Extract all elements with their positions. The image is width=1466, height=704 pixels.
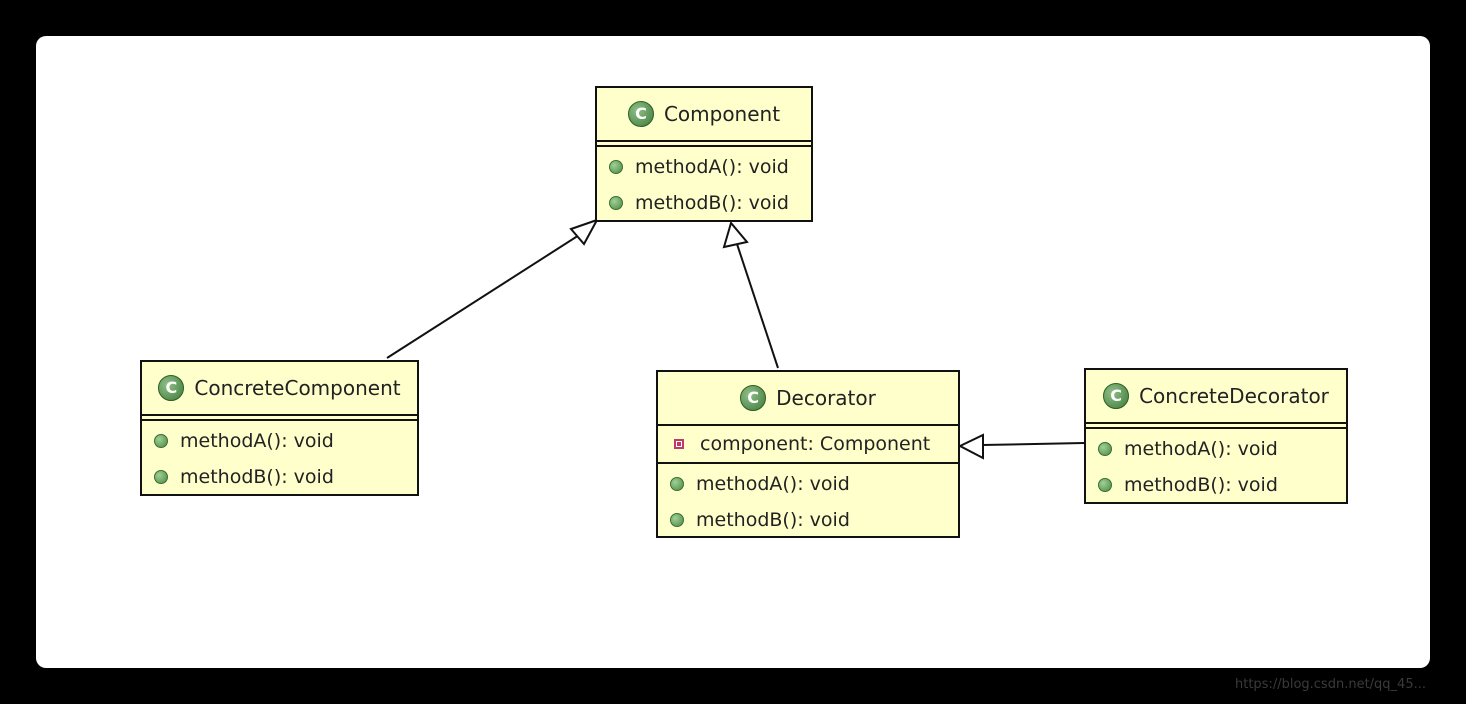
method-signature: methodB(): void xyxy=(696,509,850,531)
method-signature: methodA(): void xyxy=(635,156,789,178)
generalization-arrowhead xyxy=(957,433,984,460)
method-signature: methodA(): void xyxy=(696,473,850,495)
public-method-icon xyxy=(154,470,168,484)
class-header: C ConcreteDecorator xyxy=(1086,370,1346,422)
method-list: methodA(): void methodB(): void xyxy=(658,464,958,542)
public-method-icon xyxy=(1098,478,1112,492)
class-name: ConcreteComponent xyxy=(194,376,401,400)
method-signature: methodB(): void xyxy=(635,192,789,214)
class-decorator[interactable]: C Decorator component: Component methodA… xyxy=(656,370,960,538)
class-name: Decorator xyxy=(776,386,876,410)
class-component[interactable]: C Component methodA(): void methodB(): v… xyxy=(595,86,813,222)
separator xyxy=(658,462,958,464)
watermark: https://blog.csdn.net/qq_45... xyxy=(1234,677,1426,692)
class-icon: C xyxy=(158,375,185,401)
class-concrete-component[interactable]: C ConcreteComponent methodA(): void meth… xyxy=(140,360,419,496)
generalization-arrowhead xyxy=(569,218,600,246)
method-signature: methodA(): void xyxy=(1124,438,1278,460)
method-row: methodB(): void xyxy=(1086,467,1346,503)
field-list: component: Component xyxy=(658,426,958,462)
separator xyxy=(1086,422,1346,429)
class-icon: C xyxy=(1103,383,1130,409)
public-method-icon xyxy=(609,160,623,174)
separator xyxy=(658,424,958,426)
field-signature: component: Component xyxy=(700,433,931,455)
method-list: methodA(): void methodB(): void xyxy=(1086,429,1346,507)
class-icon: C xyxy=(627,101,654,127)
public-method-icon xyxy=(154,434,168,448)
public-method-icon xyxy=(670,513,684,527)
generalization-edge-concretecomponent xyxy=(386,229,588,359)
method-row: methodA(): void xyxy=(597,149,811,185)
method-signature: methodB(): void xyxy=(180,466,334,488)
class-header: C Decorator xyxy=(658,372,958,424)
generalization-edge-decorator xyxy=(736,243,779,369)
method-row: methodA(): void xyxy=(1086,431,1346,467)
method-signature: methodA(): void xyxy=(180,430,334,452)
method-signature: methodB(): void xyxy=(1124,474,1278,496)
class-concrete-decorator[interactable]: C ConcreteDecorator methodA(): void meth… xyxy=(1084,368,1348,504)
class-name: ConcreteDecorator xyxy=(1139,384,1329,408)
public-method-icon xyxy=(670,477,684,491)
method-row: methodA(): void xyxy=(658,466,958,502)
separator xyxy=(142,414,417,421)
method-list: methodA(): void methodB(): void xyxy=(597,147,811,225)
method-row: methodA(): void xyxy=(142,423,417,459)
class-name: Component xyxy=(663,102,781,126)
generalization-edge-concretedecorator xyxy=(981,442,1085,446)
generalization-arrowhead xyxy=(722,220,749,249)
method-list: methodA(): void methodB(): void xyxy=(142,421,417,499)
method-row: methodB(): void xyxy=(142,459,417,495)
method-row: methodB(): void xyxy=(658,502,958,538)
class-icon: C xyxy=(740,385,767,411)
public-method-icon xyxy=(609,196,623,210)
class-header: C Component xyxy=(597,88,811,140)
separator xyxy=(597,140,811,147)
public-method-icon xyxy=(1098,442,1112,456)
class-header: C ConcreteComponent xyxy=(142,362,417,414)
private-field-icon xyxy=(674,439,684,449)
field-row: component: Component xyxy=(658,426,958,462)
method-row: methodB(): void xyxy=(597,185,811,221)
